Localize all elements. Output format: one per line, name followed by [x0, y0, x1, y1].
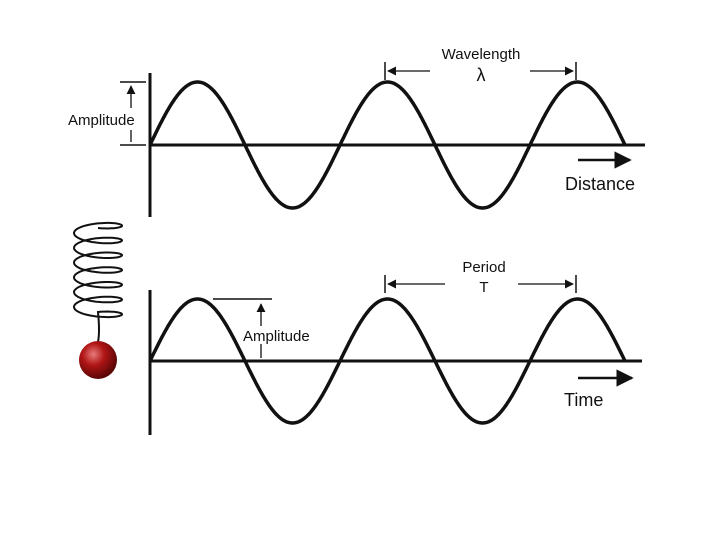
spring-icon: [72, 221, 124, 343]
time-label: Time: [564, 390, 603, 410]
period-label: Period: [462, 259, 505, 276]
distance-label: Distance: [565, 174, 635, 194]
bottom-panel: Amplitude Period T Time: [148, 259, 642, 435]
bottom-sine-wave: [148, 297, 627, 425]
wavelength-label: Wavelength: [442, 46, 521, 63]
top-amplitude-label: Amplitude: [68, 112, 135, 129]
top-sine-wave: [148, 80, 627, 210]
top-panel: Amplitude Wavelength λ Distance: [68, 46, 645, 217]
mass-ball-icon: [79, 341, 117, 379]
spring-mass: [72, 221, 124, 379]
wavelength-symbol: λ: [477, 65, 486, 85]
period-symbol: T: [479, 279, 488, 296]
bottom-amplitude-label: Amplitude: [243, 328, 310, 345]
